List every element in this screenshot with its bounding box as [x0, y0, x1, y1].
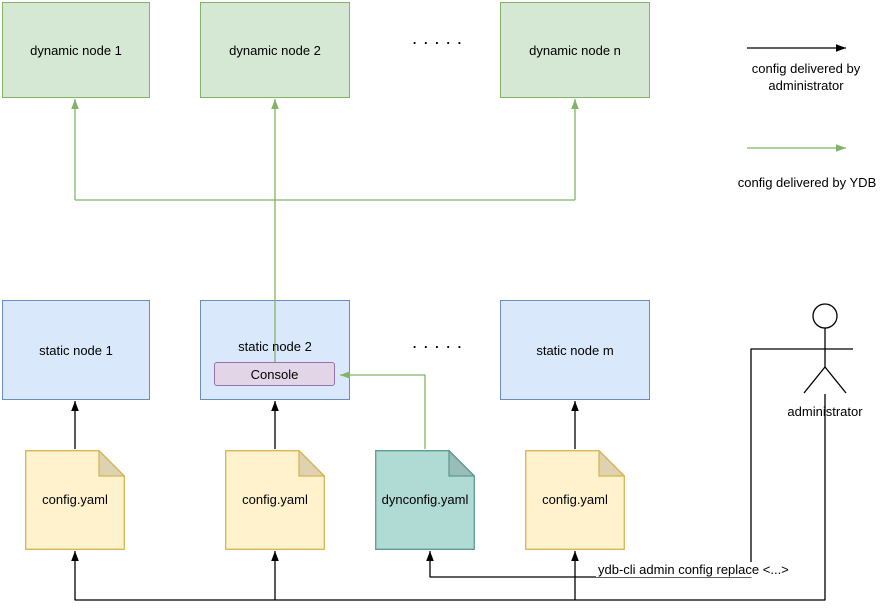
- legend-admin-label: config delivered by administrator: [751, 61, 861, 93]
- administrator-stick-figure-icon: [797, 303, 853, 394]
- dynamic-node-n: dynamic node n: [500, 2, 650, 98]
- dynamic-node-2-label: dynamic node 2: [229, 42, 321, 58]
- dynamic-row-ellipsis: . . . . .: [412, 32, 464, 47]
- config-yaml-file-1: config.yaml: [25, 450, 125, 550]
- static-node-1: static node 1: [2, 300, 150, 400]
- dynamic-node-n-label: dynamic node n: [529, 42, 621, 58]
- edge-dynconfig-to-console: [340, 371, 426, 449]
- config-yaml-label-3: config.yaml: [542, 492, 608, 507]
- administrator-label: administrator: [787, 404, 863, 419]
- dynamic-node-1: dynamic node 1: [2, 2, 150, 98]
- dynamic-node-1-label: dynamic node 1: [30, 42, 122, 58]
- static-node-2-label: static node 2: [238, 339, 312, 354]
- legend-ydb-label: config delivered by YDB: [737, 175, 877, 190]
- static-node-m: static node m: [500, 300, 650, 400]
- config-yaml-file-2: config.yaml: [225, 450, 325, 550]
- config-yaml-label-1: config.yaml: [42, 492, 108, 507]
- config-yaml-file-3: config.yaml: [525, 450, 625, 550]
- cli-command-label: ydb-cli admin config replace <...>: [596, 562, 791, 577]
- static-node-1-label: static node 1: [39, 342, 113, 358]
- console-label: Console: [250, 366, 299, 382]
- config-yaml-label-2: config.yaml: [242, 492, 308, 507]
- static-node-m-label: static node m: [536, 342, 614, 358]
- dynconfig-yaml-label: dynconfig.yaml: [381, 492, 469, 507]
- dynconfig-yaml-file: dynconfig.yaml: [375, 450, 475, 550]
- dynamic-node-2: dynamic node 2: [200, 2, 350, 98]
- console-box: Console: [214, 362, 335, 386]
- static-row-ellipsis: . . . . .: [412, 336, 464, 351]
